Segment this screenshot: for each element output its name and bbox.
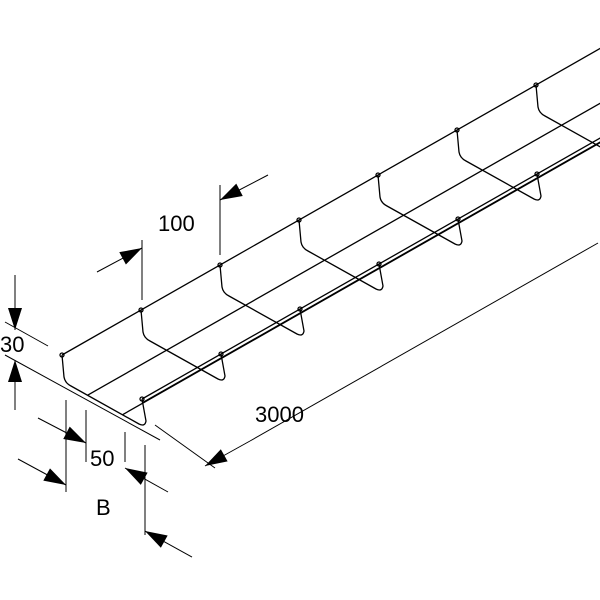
wire-tray	[59, 47, 600, 426]
dim-b-left-arrowhead	[43, 468, 66, 485]
weld-point	[217, 262, 223, 268]
cross-wire	[456, 129, 542, 201]
dim-3000-arrow-arrowhead	[205, 449, 228, 466]
cross-wire	[377, 174, 463, 246]
cross-wire	[535, 84, 600, 148]
cross-wire	[298, 219, 384, 291]
cross-wire	[219, 264, 305, 336]
weld-point	[454, 127, 460, 133]
side-wire	[141, 141, 600, 404]
dimension-lines	[4, 174, 599, 558]
extension-line	[4, 354, 161, 441]
top-left-rail	[61, 47, 600, 356]
dim-50-right-arrowhead	[125, 468, 148, 485]
dim-100-left-arrowhead	[119, 248, 142, 265]
dim-50-left-arrowhead	[63, 426, 86, 443]
weld-point	[297, 306, 303, 312]
weld-point	[455, 216, 461, 222]
weld-point	[533, 82, 539, 88]
cross-wire	[61, 354, 147, 426]
dim-label-b: B	[96, 495, 111, 520]
dim-30-top-arrowhead	[8, 308, 22, 330]
extension-line	[154, 424, 216, 469]
dim-b-right-arrowhead	[145, 531, 168, 548]
dim-label-100: 100	[158, 211, 195, 236]
dim-label-50: 50	[90, 446, 115, 471]
weld-point	[375, 172, 381, 178]
weld-point	[218, 351, 224, 357]
weld-point	[59, 352, 65, 358]
dim-30-bottom-arrowhead	[8, 360, 22, 382]
dim-label-30: 30	[0, 332, 25, 357]
dim-label-3000: 3000	[255, 402, 304, 427]
weld-point	[139, 396, 145, 402]
dim-3000-line	[249, 242, 599, 442]
extension-line	[4, 321, 49, 347]
top-right-rail	[141, 137, 600, 400]
dim-100-right-arrowhead	[220, 183, 243, 200]
cross-wire	[140, 309, 226, 381]
weld-point	[296, 217, 302, 223]
weld-point	[138, 307, 144, 313]
weld-point	[534, 171, 540, 177]
weld-point	[376, 261, 382, 267]
